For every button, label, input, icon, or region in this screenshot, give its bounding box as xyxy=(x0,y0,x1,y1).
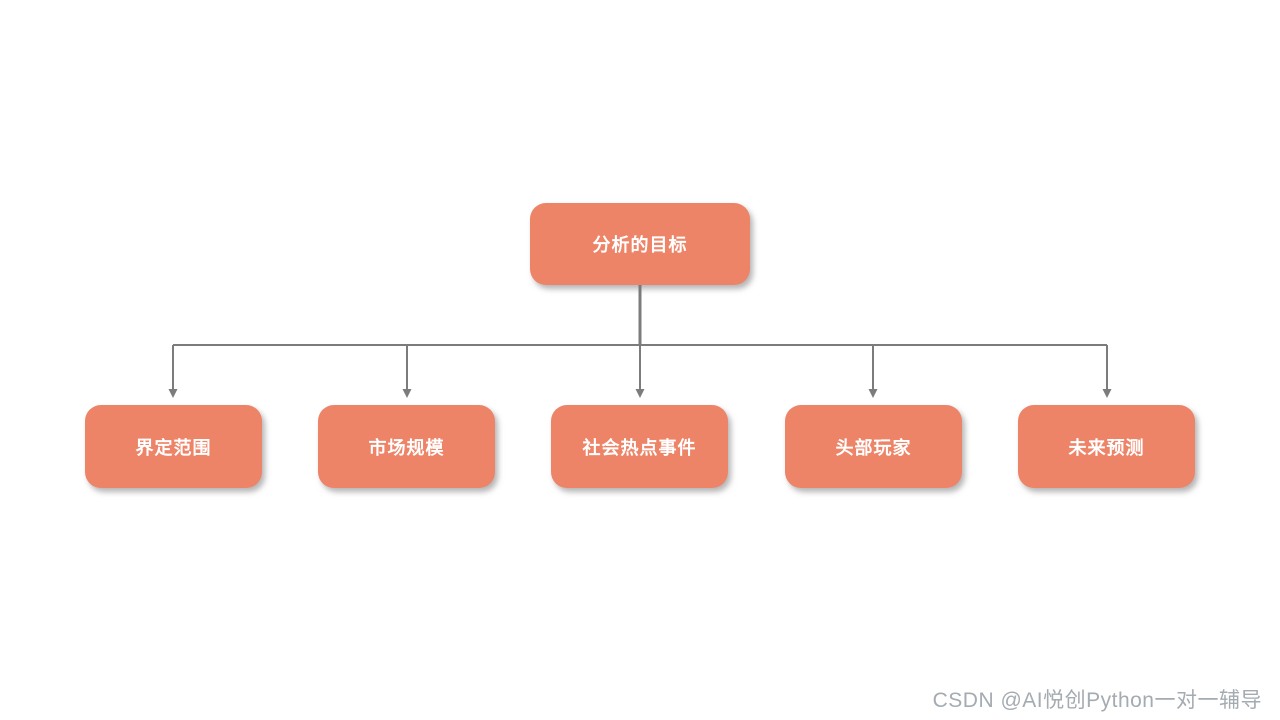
child-node-label: 头部玩家 xyxy=(835,437,912,458)
root-node-analysis-goal: 分析的目标 xyxy=(530,203,750,285)
child-node-future-forecast: 未来预测 xyxy=(1018,405,1195,488)
watermark-text: CSDN @AI悦创Python一对一辅导 xyxy=(932,689,1262,712)
child-node-label: 市场规模 xyxy=(368,437,445,458)
child-node-label: 社会热点事件 xyxy=(582,437,697,458)
child-node-top-players: 头部玩家 xyxy=(785,405,962,488)
child-node-define-scope: 界定范围 xyxy=(85,405,262,488)
child-node-market-size: 市场规模 xyxy=(318,405,495,488)
child-node-label: 未来预测 xyxy=(1068,437,1145,458)
root-node-label: 分析的目标 xyxy=(592,235,688,255)
child-node-label: 界定范围 xyxy=(135,437,212,458)
child-node-social-hot-events: 社会热点事件 xyxy=(551,405,728,488)
